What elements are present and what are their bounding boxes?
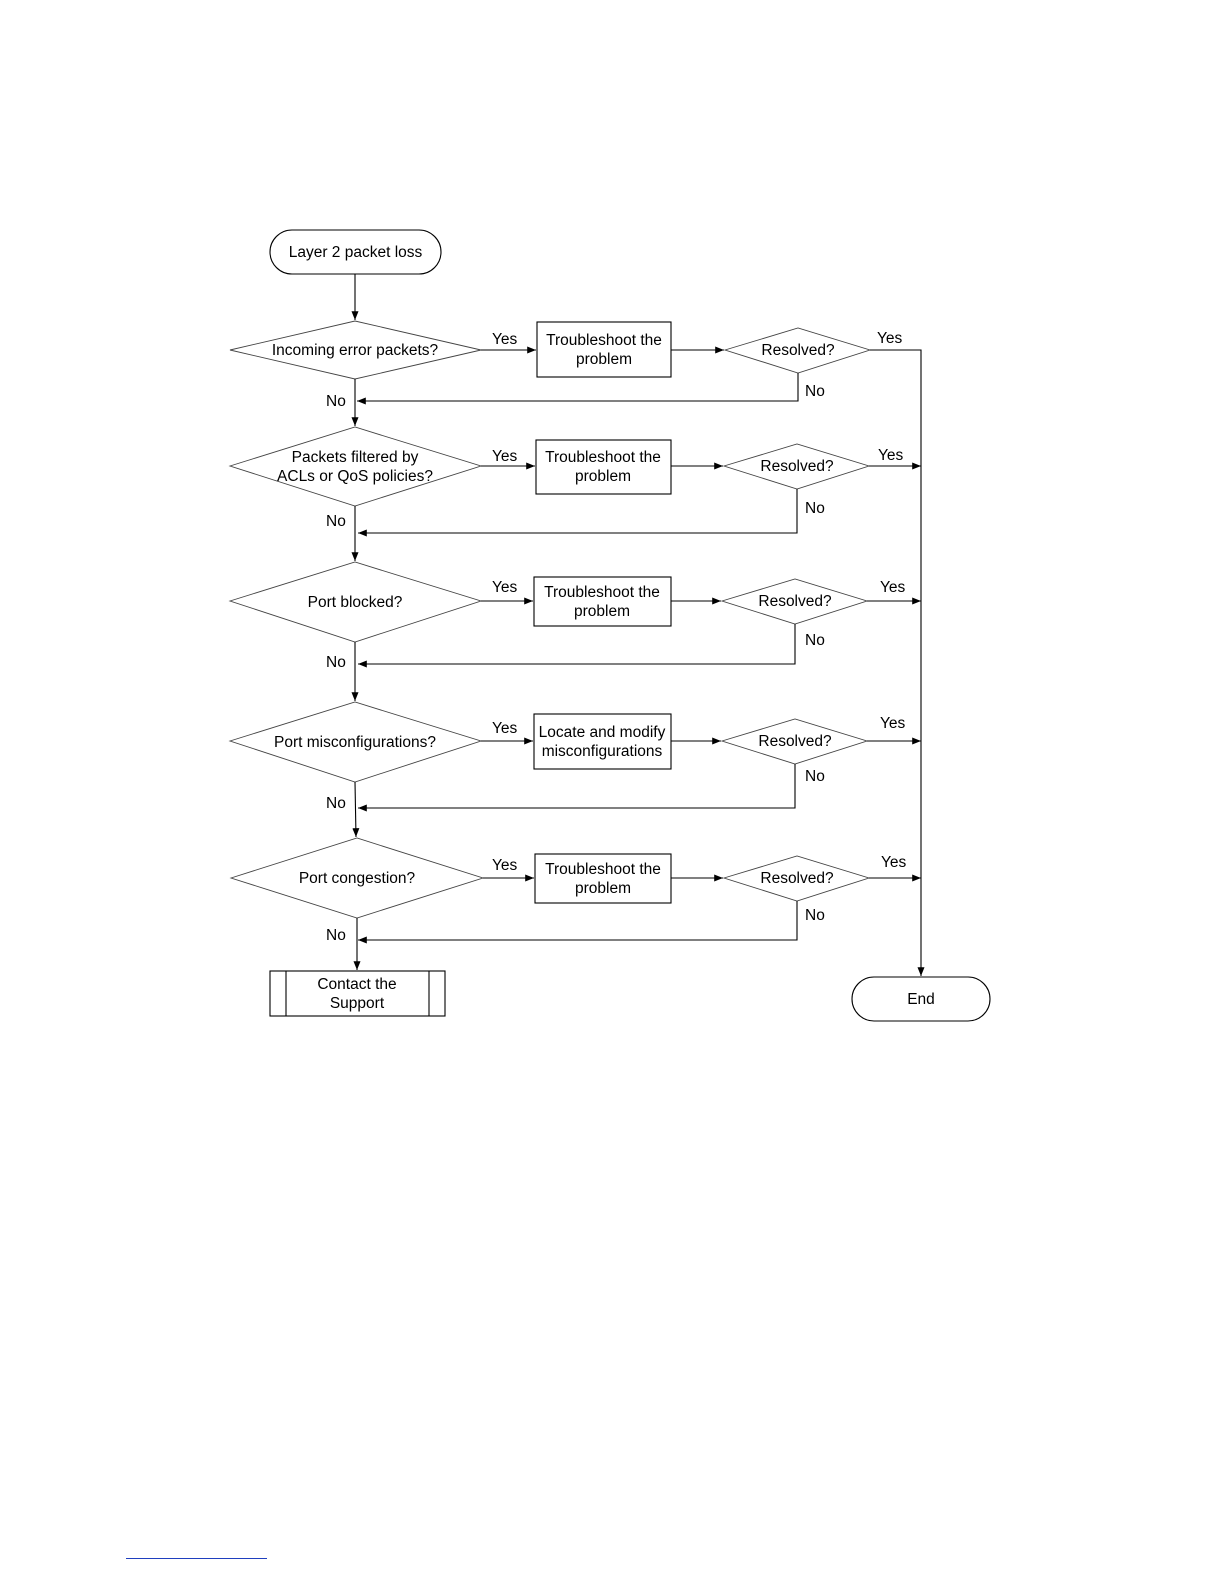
resolved-label-3: Resolved? [758, 593, 832, 610]
resolved-label-1: Resolved? [761, 342, 835, 359]
action-box-2 [535, 439, 672, 495]
action-1-line-2: problem [576, 351, 632, 368]
question-3-line-1: Port blocked? [308, 594, 403, 611]
question-5-line-1: Port congestion? [299, 870, 416, 887]
resolved-no-arrow-4 [358, 764, 796, 812]
action-box-5 [534, 853, 672, 904]
resolved-no-arrow-5 [358, 901, 798, 944]
contact-support-box [269, 970, 446, 1017]
action-box-1 [536, 321, 672, 378]
question-diamond-2 [228, 426, 483, 507]
yes-label-4: Yes [492, 720, 518, 737]
no-label-1: No [326, 393, 346, 410]
resolved-no-arrow-2 [358, 489, 798, 537]
contact-support-line-2: Support [330, 995, 385, 1012]
resolved-no-arrow-3 [358, 624, 796, 668]
action-1-line-1: Troubleshoot the [546, 332, 662, 349]
start-label: Layer 2 packet loss [289, 244, 423, 261]
resolved-no-label-1: No [805, 383, 825, 400]
resolved-no-label-3: No [805, 632, 825, 649]
contact-support-line-1: Contact the [317, 976, 396, 993]
resolved-yes-label-3: Yes [880, 579, 906, 596]
resolved-yes-label-4: Yes [880, 715, 906, 732]
yes-label-1: Yes [492, 331, 518, 348]
action-3-line-2: problem [574, 603, 630, 620]
question-4-line-1: Port misconfigurations? [274, 734, 436, 751]
footnote-separator [126, 1558, 267, 1559]
question-2-line-1: Packets filtered by [292, 449, 419, 466]
resolved-yes-label-2: Yes [878, 447, 904, 464]
yes-label-3: Yes [492, 579, 518, 596]
action-4-line-2: misconfigurations [542, 743, 663, 760]
no-label-3: No [326, 654, 346, 671]
action-5-line-2: problem [575, 880, 631, 897]
action-5-line-1: Troubleshoot the [545, 861, 661, 878]
no-label-5: No [326, 927, 346, 944]
action-box-4 [533, 713, 672, 770]
no-label-2: No [326, 513, 346, 530]
resolved-label-2: Resolved? [760, 458, 834, 475]
action-3-line-1: Troubleshoot the [544, 584, 660, 601]
resolved-no-label-2: No [805, 500, 825, 517]
resolved-label-5: Resolved? [760, 870, 834, 887]
resolved-no-label-4: No [805, 768, 825, 785]
resolved-no-arrow-1 [357, 373, 799, 405]
no-label-4: No [326, 795, 346, 812]
resolved-no-label-5: No [805, 907, 825, 924]
resolved-yes-label-5: Yes [881, 854, 907, 871]
question-2-line-2: ACLs or QoS policies? [277, 468, 433, 485]
action-2-line-2: problem [575, 468, 631, 485]
yes-label-2: Yes [492, 448, 518, 465]
resolved-yes-bus [870, 349, 925, 976]
end-label: End [907, 991, 935, 1008]
question-1-line-1: Incoming error packets? [272, 342, 439, 359]
resolved-yes-label-1: Yes [877, 330, 903, 347]
yes-label-5: Yes [492, 857, 518, 874]
resolved-label-4: Resolved? [758, 733, 832, 750]
no-arrow-4 [352, 781, 360, 838]
end-terminator [851, 976, 991, 1022]
action-2-line-1: Troubleshoot the [545, 449, 661, 466]
action-4-line-1: Locate and modify [539, 724, 666, 741]
